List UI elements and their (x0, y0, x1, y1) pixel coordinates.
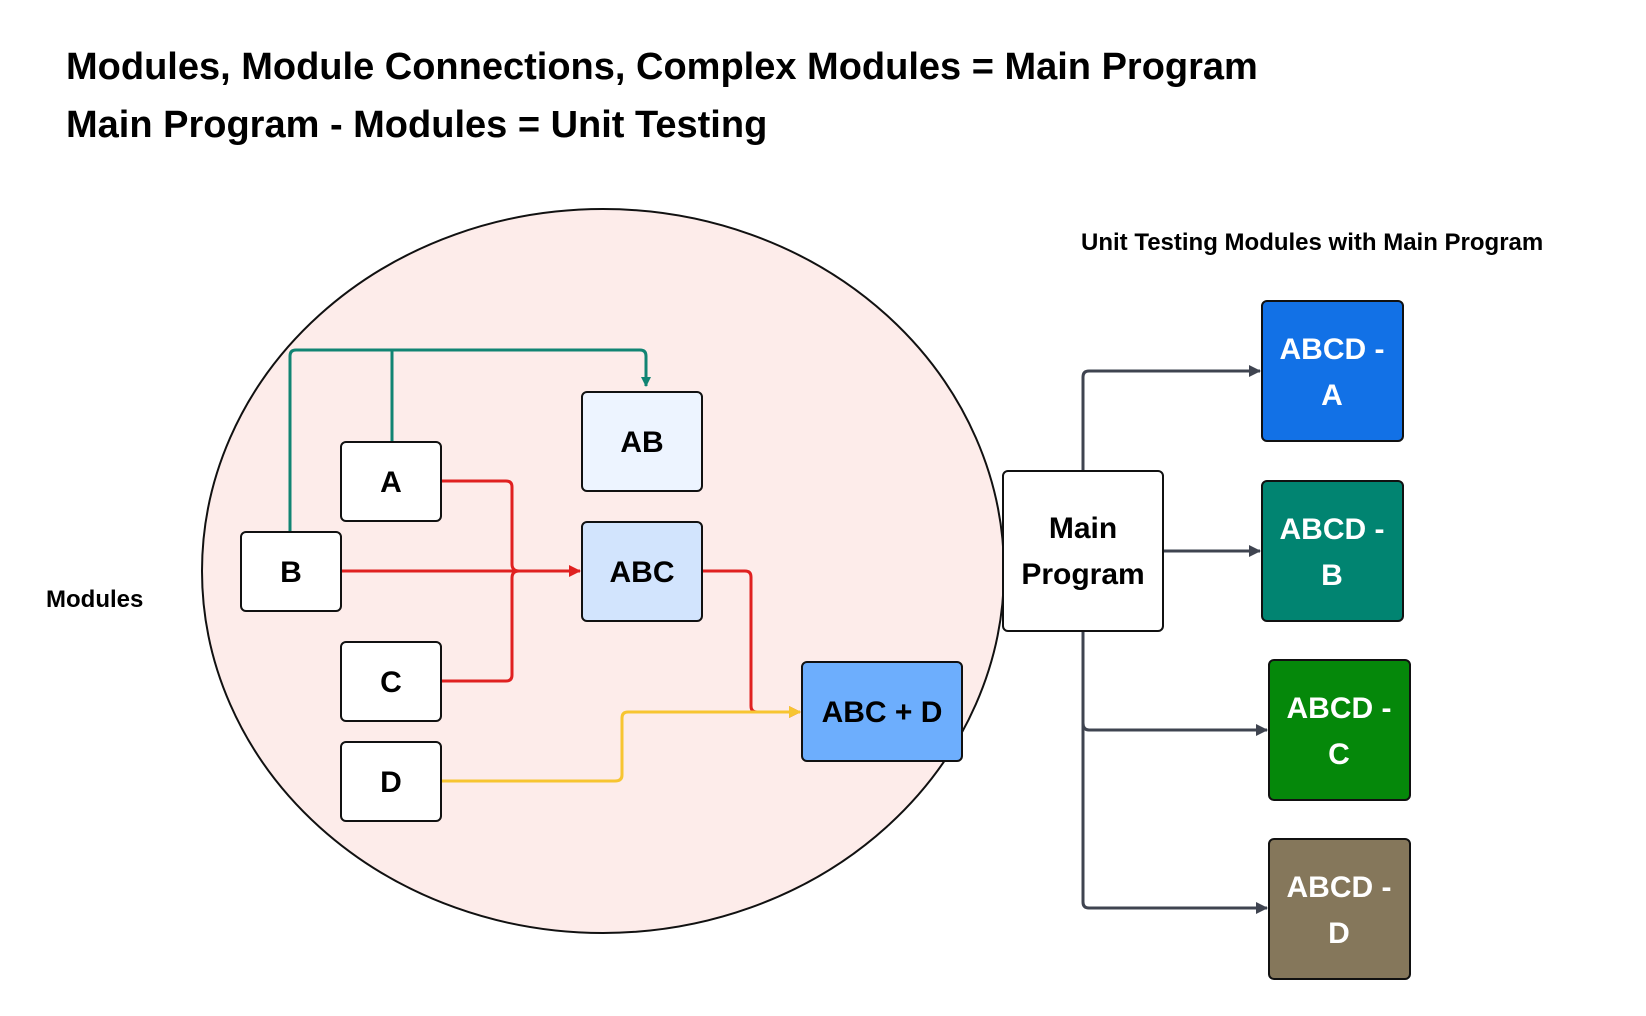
connector-main-to-test-c (1081, 631, 1268, 736)
test-abcd-b-line-2: B (1321, 559, 1343, 592)
module-d[interactable]: D (340, 741, 442, 822)
module-d-label: D (380, 766, 402, 799)
heading-line-2: Main Program - Modules = Unit Testing (66, 104, 768, 146)
test-abcd-a[interactable]: ABCD - A (1261, 300, 1404, 442)
test-abcd-b[interactable]: ABCD - B (1261, 480, 1404, 622)
test-abcd-d-box (1268, 838, 1411, 980)
connector-main-to-test-d (1081, 720, 1268, 914)
connector-main-to-test-a (1081, 365, 1261, 471)
main-program-label-line-2: Program (1021, 558, 1144, 591)
module-abc-plus-d[interactable]: ABC + D (801, 661, 963, 762)
module-abc-label: ABC (610, 556, 675, 589)
module-abc-plus-d-label: ABC + D (822, 696, 943, 729)
test-abcd-c-line-1: ABCD - (1287, 692, 1392, 725)
module-b[interactable]: B (240, 531, 342, 612)
modules-label: Modules (46, 586, 144, 613)
heading-line-1: Modules, Module Connections, Complex Mod… (66, 46, 1258, 88)
test-abcd-c[interactable]: ABCD - C (1268, 659, 1411, 801)
main-program[interactable]: Main Program (1002, 470, 1164, 632)
module-c[interactable]: C (340, 641, 442, 722)
test-abcd-d-line-2: D (1328, 917, 1350, 950)
test-abcd-d-line-1: ABCD - (1287, 871, 1392, 904)
connector-d-to-abcd (441, 706, 801, 783)
test-abcd-a-line-2: A (1321, 379, 1343, 412)
module-abc[interactable]: ABC (581, 521, 703, 622)
unit-testing-label: Unit Testing Modules with Main Program (1081, 229, 1544, 256)
connector-b-to-ab (288, 348, 651, 532)
module-ab[interactable]: AB (581, 391, 703, 492)
module-c-label: C (380, 666, 402, 699)
test-abcd-a-line-1: ABCD - (1280, 333, 1385, 366)
module-ab-label: AB (620, 426, 663, 459)
test-abcd-d[interactable]: ABCD - D (1268, 838, 1411, 980)
test-abcd-c-box (1268, 659, 1411, 801)
test-abcd-a-box (1261, 300, 1404, 442)
module-b-label: B (280, 556, 302, 589)
module-a-label: A (380, 466, 402, 499)
module-a[interactable]: A (340, 441, 442, 522)
test-abcd-b-box (1261, 480, 1404, 622)
main-program-label-line-1: Main (1049, 512, 1117, 545)
test-abcd-c-line-2: C (1328, 738, 1350, 771)
test-abcd-b-line-1: ABCD - (1280, 513, 1385, 546)
